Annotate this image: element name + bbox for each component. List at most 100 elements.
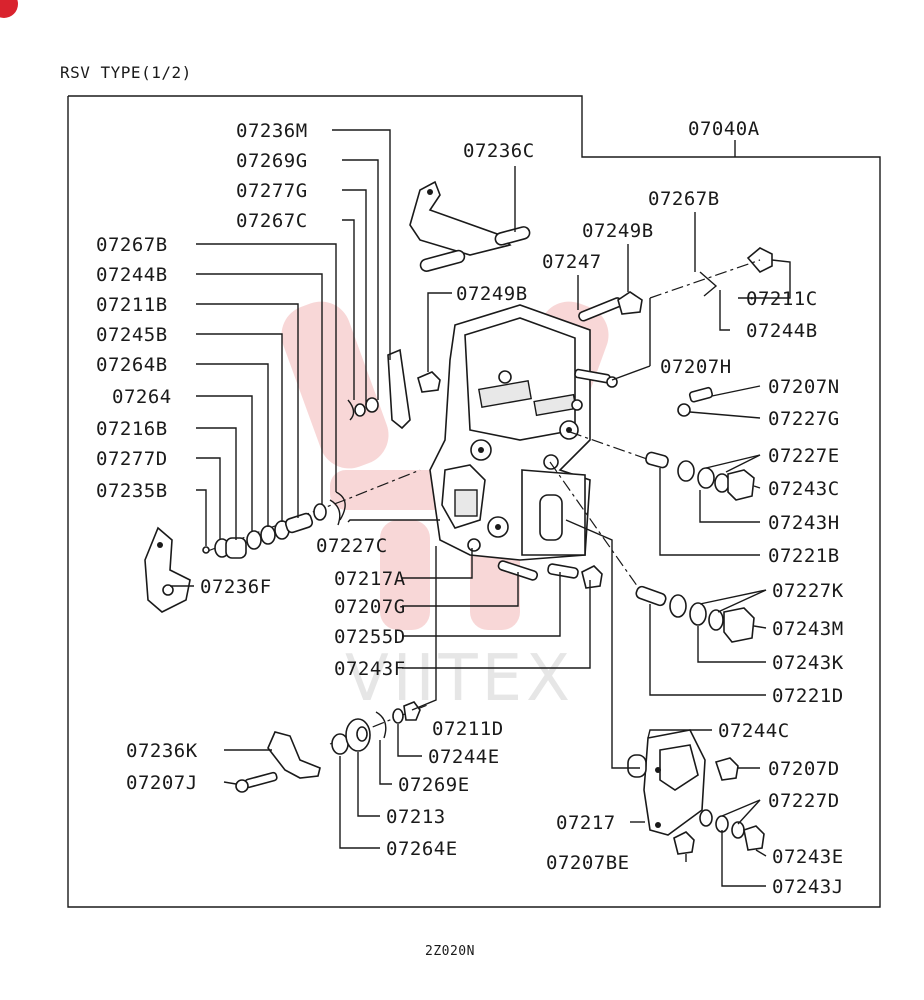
clip-07267C bbox=[347, 399, 355, 421]
spring-07211B bbox=[284, 512, 314, 534]
label-07236K: 07236K bbox=[126, 740, 198, 762]
label-07243J: 07243J bbox=[772, 876, 844, 898]
label-07243E: 07243E bbox=[772, 846, 844, 868]
lever-07236M bbox=[387, 348, 411, 430]
label-07243F: 07243F bbox=[334, 658, 406, 680]
lever-07236F bbox=[144, 526, 191, 613]
clip-07244B-right bbox=[699, 271, 718, 297]
nut-07243C bbox=[727, 469, 755, 501]
label-07269E: 07269E bbox=[398, 774, 470, 796]
bolt-07207BE bbox=[673, 831, 695, 855]
label-07264E: 07264E bbox=[386, 838, 458, 860]
label-07207N: 07207N bbox=[768, 376, 840, 398]
weight-07264B bbox=[260, 525, 276, 545]
bolt-07249B-top bbox=[617, 291, 643, 315]
washers-07227K bbox=[669, 594, 724, 631]
nut-07243F bbox=[581, 565, 603, 589]
label-07264: 07264 bbox=[112, 386, 172, 408]
label-07249B-top: 07249B bbox=[582, 220, 654, 242]
label-07243H: 07243H bbox=[768, 512, 840, 534]
plug-07211D bbox=[403, 701, 421, 721]
washer-07244B-left bbox=[313, 503, 327, 521]
label-07221B: 07221B bbox=[768, 545, 840, 567]
pin-07235B bbox=[202, 546, 210, 554]
label-07211B: 07211B bbox=[96, 294, 168, 316]
label-07245B: 07245B bbox=[96, 324, 168, 346]
label-07236F: 07236F bbox=[200, 576, 272, 598]
bolt-07207H bbox=[574, 368, 618, 388]
label-07244C: 07244C bbox=[718, 720, 790, 742]
plug-07249B bbox=[417, 371, 441, 393]
label-07216B: 07216B bbox=[96, 418, 168, 440]
label-07227E: 07227E bbox=[768, 445, 840, 467]
nut-07243E bbox=[743, 825, 765, 851]
weight-07264 bbox=[246, 530, 262, 550]
diagram-title: RSV TYPE(1/2) bbox=[60, 63, 192, 82]
label-07243K: 07243K bbox=[772, 652, 844, 674]
label-07227G: 07227G bbox=[768, 408, 840, 430]
part-labels: 07236M 07269G 07277G 07267C 07267B 07244… bbox=[96, 118, 844, 898]
bolt-07207G bbox=[497, 560, 539, 581]
spring-07269G bbox=[365, 397, 379, 413]
label-07227C: 07227C bbox=[316, 535, 388, 557]
label-07236C: 07236C bbox=[463, 140, 535, 162]
label-07243C: 07243C bbox=[768, 478, 840, 500]
washers-07227D bbox=[699, 809, 745, 839]
washer-07244E bbox=[392, 708, 404, 724]
label-07217A: 07217A bbox=[334, 568, 406, 590]
label-07221D: 07221D bbox=[772, 685, 844, 707]
label-07227D: 07227D bbox=[768, 790, 840, 812]
label-07255D: 07255D bbox=[334, 626, 406, 648]
label-07207H: 07207H bbox=[660, 356, 732, 378]
label-07244B-right: 07244B bbox=[746, 320, 818, 342]
lever-07236C bbox=[409, 180, 531, 272]
lever-07236K bbox=[267, 731, 321, 779]
spring-07221B bbox=[645, 451, 669, 469]
label-07217: 07217 bbox=[556, 812, 616, 834]
label-07211C: 07211C bbox=[746, 288, 818, 310]
spring-07269E bbox=[375, 711, 387, 739]
label-07213: 07213 bbox=[386, 806, 446, 828]
label-07207BE: 07207BE bbox=[546, 852, 630, 874]
label-07207J: 07207J bbox=[126, 772, 198, 794]
diagram-code: 2Z020N bbox=[425, 944, 475, 959]
label-07235B: 07235B bbox=[96, 480, 168, 502]
label-07227K: 07227K bbox=[772, 580, 844, 602]
label-07244E: 07244E bbox=[428, 746, 500, 768]
label-07277G: 07277G bbox=[236, 180, 308, 202]
spring-07221D bbox=[635, 585, 667, 607]
label-07244B-left: 07244B bbox=[96, 264, 168, 286]
label-07249B: 07249B bbox=[456, 283, 528, 305]
assembly-boundary bbox=[67, 95, 881, 908]
nut-07243M bbox=[723, 607, 755, 643]
label-07236M: 07236M bbox=[236, 120, 308, 142]
label-07267C: 07267C bbox=[236, 210, 308, 232]
spring-07255D bbox=[547, 563, 579, 579]
clip-07267B-left bbox=[335, 491, 346, 521]
gear-07213 bbox=[345, 718, 371, 752]
label-07207D: 07207D bbox=[768, 758, 840, 780]
washer-07277G bbox=[354, 403, 366, 417]
washers-07227E bbox=[677, 460, 730, 493]
bracket-07217 bbox=[627, 729, 706, 836]
sleeve-07216B bbox=[225, 537, 247, 559]
label-07264B: 07264B bbox=[96, 354, 168, 376]
label-07207G: 07207G bbox=[334, 596, 406, 618]
label-07247: 07247 bbox=[542, 251, 602, 273]
label-07040A: 07040A bbox=[688, 118, 760, 140]
leader-lines bbox=[170, 129, 791, 887]
label-07211D: 07211D bbox=[432, 718, 504, 740]
clip-07227C bbox=[329, 499, 341, 526]
label-07269G: 07269G bbox=[236, 150, 308, 172]
governor-housing bbox=[429, 304, 591, 561]
label-07267B-left: 07267B bbox=[96, 234, 168, 256]
label-07267B-right: 07267B bbox=[648, 188, 720, 210]
label-07243M: 07243M bbox=[772, 618, 844, 640]
bolt-07207J bbox=[235, 771, 278, 793]
label-07277D: 07277D bbox=[96, 448, 168, 470]
corner-badge-icon bbox=[0, 0, 18, 18]
watermark-text: VIITEX bbox=[345, 642, 574, 716]
bolt-07207N bbox=[677, 386, 714, 417]
